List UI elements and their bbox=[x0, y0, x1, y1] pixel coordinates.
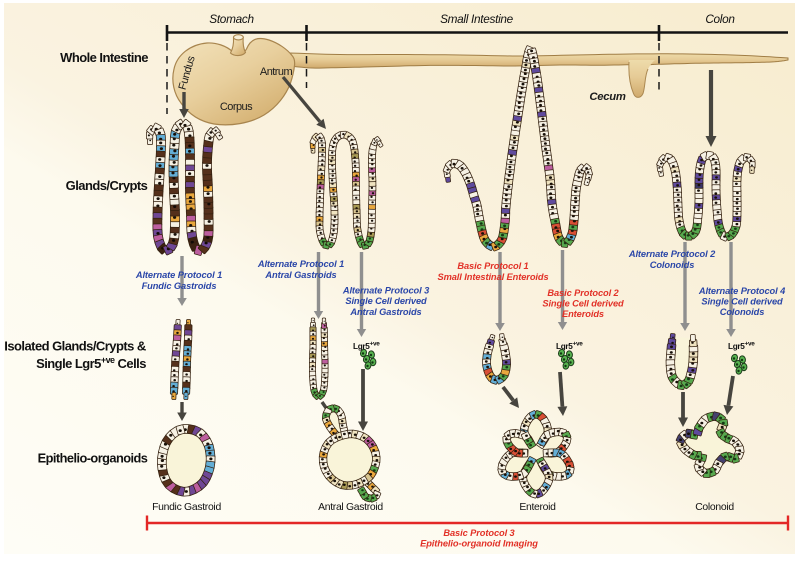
svg-text:Corpus: Corpus bbox=[220, 101, 253, 113]
svg-text:Alternate Protocol 4: Alternate Protocol 4 bbox=[698, 286, 786, 296]
svg-text:Alternate Protocol 2: Alternate Protocol 2 bbox=[628, 249, 716, 259]
svg-text:Lgr5+ve: Lgr5+ve bbox=[353, 341, 380, 351]
svg-text:Antral Gastroid: Antral Gastroid bbox=[318, 502, 383, 513]
svg-text:Enteroid: Enteroid bbox=[519, 502, 556, 513]
svg-text:Alternate Protocol 1: Alternate Protocol 1 bbox=[135, 270, 222, 280]
svg-text:Basic Protocol 3: Basic Protocol 3 bbox=[443, 528, 515, 538]
svg-text:Isolated Glands/Crypts &: Isolated Glands/Crypts & bbox=[4, 339, 146, 354]
svg-text:Colon: Colon bbox=[705, 12, 735, 26]
svg-text:Single Cell derived: Single Cell derived bbox=[701, 297, 783, 307]
svg-text:Small Intestine: Small Intestine bbox=[440, 12, 514, 26]
svg-text:Single Cell derived: Single Cell derived bbox=[542, 299, 624, 309]
svg-text:Alternate Protocol 3: Alternate Protocol 3 bbox=[342, 285, 430, 295]
svg-text:Lgr5+ve: Lgr5+ve bbox=[556, 341, 583, 351]
svg-text:Lgr5+ve: Lgr5+ve bbox=[728, 341, 755, 351]
svg-text:Small Intestinal Enteroids: Small Intestinal Enteroids bbox=[437, 272, 548, 282]
svg-text:Epithelio-organoid Imaging: Epithelio-organoid Imaging bbox=[420, 539, 538, 549]
svg-text:Fundic Gastroids: Fundic Gastroids bbox=[142, 281, 217, 291]
svg-text:Colonoid: Colonoid bbox=[695, 502, 734, 513]
svg-text:Basic Protocol 1: Basic Protocol 1 bbox=[457, 261, 528, 271]
svg-text:Alternate Protocol 1: Alternate Protocol 1 bbox=[257, 259, 344, 269]
svg-text:Glands/Crypts: Glands/Crypts bbox=[66, 178, 148, 193]
svg-text:Antrum: Antrum bbox=[260, 66, 293, 78]
svg-text:Whole Intestine: Whole Intestine bbox=[60, 50, 148, 65]
svg-text:Basic Protocol 2: Basic Protocol 2 bbox=[547, 288, 619, 298]
svg-text:Stomach: Stomach bbox=[209, 12, 254, 26]
svg-text:Epithelio-organoids: Epithelio-organoids bbox=[38, 451, 148, 466]
svg-text:Enteroids: Enteroids bbox=[562, 309, 604, 319]
svg-text:Antral Gastroids: Antral Gastroids bbox=[264, 270, 336, 280]
svg-text:Colonoids: Colonoids bbox=[650, 260, 695, 270]
svg-text:Fundic Gastroid: Fundic Gastroid bbox=[152, 502, 221, 513]
svg-text:Single Lgr5+ve Cells: Single Lgr5+ve Cells bbox=[36, 355, 146, 371]
svg-text:Colonoids: Colonoids bbox=[720, 307, 765, 317]
svg-text:Single Cell derived: Single Cell derived bbox=[345, 296, 427, 306]
svg-text:Antral Gastroids: Antral Gastroids bbox=[349, 307, 421, 317]
svg-text:Cecum: Cecum bbox=[589, 91, 625, 103]
